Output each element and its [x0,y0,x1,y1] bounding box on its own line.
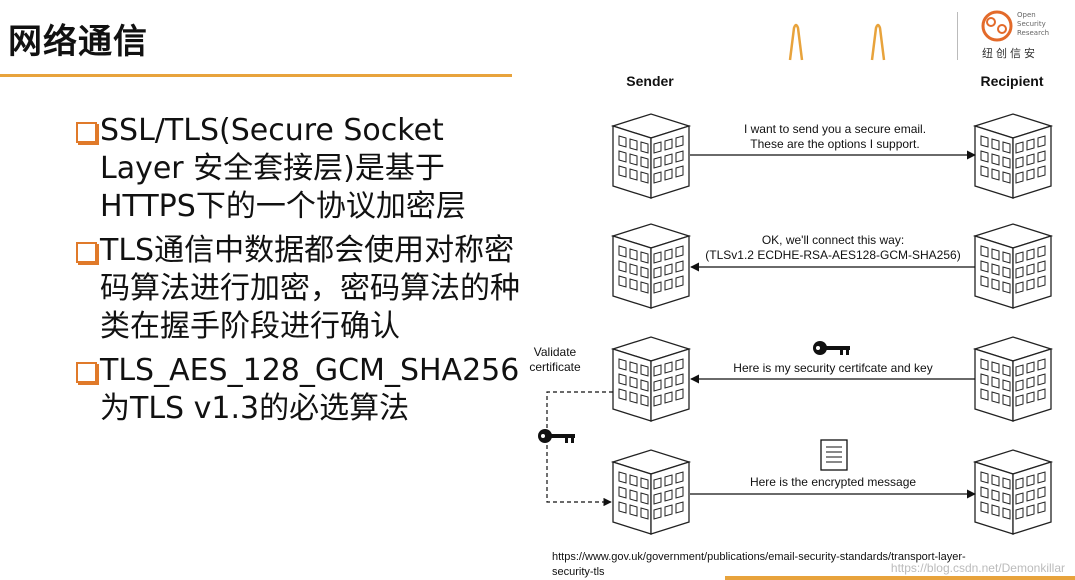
sender-server-4 [612,449,690,535]
bullet-box-icon [76,362,97,383]
title-underline [0,74,512,77]
key-icon [813,341,850,355]
validate-label-line2: certificate [529,360,581,374]
step4-label: Here is the encrypted message [750,475,916,489]
bullet-item: SSL/TLS(Secure Socket Layer 安全套接层)是基于HTT… [76,112,526,226]
recipient-server-3 [974,336,1052,422]
sender-server-2 [612,223,690,309]
step2-line1: OK, we'll connect this way: [762,233,904,247]
logo-chinese-text: 纽创信安 [982,47,1038,60]
bullet-list: SSL/TLS(Secure Socket Layer 安全套接层)是基于HTT… [76,112,526,434]
sender-label: Sender [626,73,674,89]
validate-dashed-path [546,391,613,507]
watermark: https://blog.csdn.net/Demonkillar [891,561,1065,575]
step3-label: Here is my security certifcate and key [733,361,932,375]
logo-separator [957,12,958,60]
decorative-arches [788,23,886,61]
bottom-accent-bar [725,576,1075,580]
step1-line1: I want to send you a secure email. [744,122,926,136]
bullet-box-icon [76,242,97,263]
document-icon [820,439,848,471]
osr-logo-icon [981,10,1013,42]
step2-line2: (TLSv1.2 ECDHE-RSA-AES128-GCM-SHA256) [705,248,960,262]
source-url-line1: https://www.gov.uk/government/publicatio… [552,551,966,563]
recipient-server-2 [974,223,1052,309]
sender-server-3 [612,336,690,422]
validate-key-icon [538,429,575,443]
step1-line2: These are the options I support. [750,137,919,151]
recipient-server-4 [974,449,1052,535]
source-url-line2: security-tls [552,566,605,578]
bullet-box-icon [76,122,97,143]
sender-server-1 [612,113,690,199]
page-title: 网络通信 [8,22,148,62]
bullet-item: TLS_AES_128_GCM_SHA256为TLS v1.3的必选算法 [76,352,526,428]
validate-label-line1: Validate [534,345,577,359]
tls-handshake-diagram: Sender Recipient I want to send you a se… [529,73,1065,578]
bullet-item: TLS通信中数据都会使用对称密码算法进行加密，密码算法的种类在握手阶段进行确认 [76,232,526,346]
logo-text: Open Security Research [1017,11,1050,37]
recipient-server-1 [974,113,1052,199]
recipient-label: Recipient [980,73,1043,89]
